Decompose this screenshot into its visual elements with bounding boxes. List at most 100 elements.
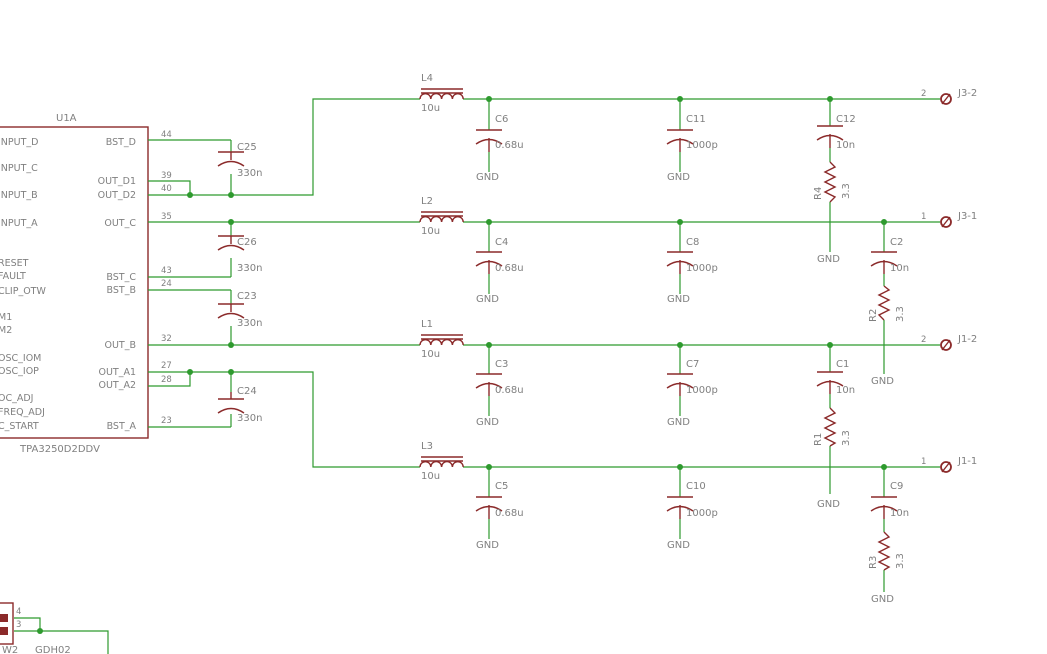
ref-label: C9 <box>890 481 903 492</box>
capacitor-c10[interactable]: C10 1000p GND <box>666 481 718 551</box>
pin-label: OUT_D1 <box>98 176 136 187</box>
switch-w2[interactable]: 4 3 W2 GDH02 <box>0 602 71 654</box>
pin-number: 44 <box>161 130 172 140</box>
pin-number: 4 <box>16 607 21 617</box>
capacitor-c25[interactable]: C25 330n <box>217 142 262 179</box>
pin-number: 2 <box>921 335 926 345</box>
ref-label: C8 <box>686 237 699 248</box>
value-label: 0.68u <box>495 140 524 151</box>
value-label: 10u <box>421 471 440 482</box>
pin-label: OUT_C <box>104 218 136 229</box>
pin-label: OSC_IOP <box>0 366 39 377</box>
pin-label: OC_ADJ <box>0 393 33 404</box>
capacitor-c12[interactable]: C12 10n <box>816 114 856 151</box>
capacitor-c24[interactable]: C24 330n <box>217 386 262 424</box>
pin-number: 27 <box>161 361 172 371</box>
inductor-l3[interactable]: L3 10u <box>419 441 464 482</box>
pin-label: FREQ_ADJ <box>0 407 45 418</box>
value-label: 10n <box>890 508 909 519</box>
pin-number: 1 <box>921 457 926 467</box>
gnd-label: GND <box>667 417 690 428</box>
gnd-label: GND <box>476 540 499 551</box>
capacitor-c4[interactable]: C4 0.68u GND <box>475 237 524 305</box>
ref-label: L1 <box>421 319 433 330</box>
gnd-label: GND <box>871 594 894 605</box>
ref-label: C6 <box>495 114 508 125</box>
capacitor-c5[interactable]: C5 0.68u GND <box>475 481 524 551</box>
gnd-label: GND <box>667 172 690 183</box>
value-label: 0.68u <box>495 508 524 519</box>
switch-body <box>0 602 14 645</box>
connector-label: J3-2 <box>957 88 977 99</box>
pin-label: BST_A <box>107 421 137 432</box>
ref-label: C10 <box>686 481 706 492</box>
capacitor-c1[interactable]: C1 10n <box>816 359 855 396</box>
inductor-l1[interactable]: L1 10u <box>419 319 464 360</box>
value-label: 3.3 <box>841 430 852 446</box>
resistor-r2[interactable]: R2 3.3 GND <box>868 285 906 387</box>
capacitor-c6[interactable]: C6 0.68u GND <box>475 114 524 183</box>
capacitor-c8[interactable]: C8 1000p GND <box>666 237 718 305</box>
pin-label: INPUT_B <box>0 190 38 201</box>
value-label: 0.68u <box>495 385 524 396</box>
capacitor-c7[interactable]: C7 1000p GND <box>666 359 718 428</box>
gnd-label: GND <box>871 376 894 387</box>
ref-label: C5 <box>495 481 508 492</box>
gnd-label: GND <box>667 294 690 305</box>
ic-value: TPA3250D2DDV <box>19 444 100 455</box>
pin-number: 40 <box>161 184 172 194</box>
value-label: 10u <box>421 349 440 360</box>
gnd-label: GND <box>667 540 690 551</box>
switch-value: GDH02 <box>35 645 71 654</box>
connector-j3-2[interactable]: 2 J3-2 <box>921 88 977 105</box>
connector-label: J1-1 <box>957 456 977 467</box>
ic-u1a[interactable]: U1A TPA3250D2DDV INPUT_D INPUT_C INPUT_B… <box>0 113 172 455</box>
pin-label: BST_C <box>106 272 136 283</box>
ref-label: R3 <box>868 556 879 569</box>
gnd-label: GND <box>476 172 499 183</box>
capacitor-c3[interactable]: C3 0.68u GND <box>475 359 524 428</box>
inductor-l2[interactable]: L2 10u <box>419 196 464 237</box>
ref-label: C1 <box>836 359 849 370</box>
ref-label: C7 <box>686 359 699 370</box>
ref-label: L4 <box>421 73 433 84</box>
ref-label: R4 <box>813 187 824 200</box>
value-label: 1000p <box>686 385 718 396</box>
pin-label: INPUT_D <box>0 137 38 148</box>
pin-label: M2 <box>0 325 12 336</box>
pin-label: INPUT_A <box>0 218 38 229</box>
ref-label: C23 <box>237 291 257 302</box>
capacitor-c26[interactable]: C26 330n <box>217 235 262 274</box>
connector-j1-2[interactable]: 2 J1-2 <box>921 334 977 351</box>
capacitor-c2[interactable]: C2 10n <box>870 237 909 274</box>
gnd-label: GND <box>817 499 840 510</box>
capacitor-c23[interactable]: C23 330n <box>217 291 262 329</box>
ic-name: U1A <box>56 113 77 124</box>
value-label: 10n <box>836 140 855 151</box>
resistor-r3[interactable]: R3 3.3 GND <box>868 531 906 605</box>
ref-label: R1 <box>813 433 824 446</box>
ref-label: C11 <box>686 114 706 125</box>
connector-j3-1[interactable]: 1 J3-1 <box>921 211 977 228</box>
pin-label: OUT_A2 <box>98 380 136 391</box>
connector-j1-1[interactable]: 1 J1-1 <box>921 456 977 473</box>
gnd-label: GND <box>476 294 499 305</box>
resistor-r4[interactable]: R4 3.3 GND <box>813 161 852 265</box>
pin-number: 35 <box>161 212 172 222</box>
capacitor-c11[interactable]: C11 1000p GND <box>666 114 718 183</box>
resistor-r1[interactable]: R1 3.3 GND <box>813 407 852 510</box>
value-label: 10n <box>836 385 855 396</box>
inductor-l4[interactable]: L4 10u <box>419 73 464 114</box>
ref-label: C25 <box>237 142 257 153</box>
wires <box>14 98 940 654</box>
capacitor-c9[interactable]: C9 10n <box>870 481 909 519</box>
pin-number: 39 <box>161 171 172 181</box>
value-label: 330n <box>237 413 262 424</box>
pin-label: OUT_B <box>104 340 136 351</box>
ref-label: C3 <box>495 359 508 370</box>
pin-number: 43 <box>161 266 172 276</box>
pin-number: 23 <box>161 416 172 426</box>
pin-number: 28 <box>161 375 172 385</box>
value-label: 1000p <box>686 263 718 274</box>
ref-label: L2 <box>421 196 433 207</box>
